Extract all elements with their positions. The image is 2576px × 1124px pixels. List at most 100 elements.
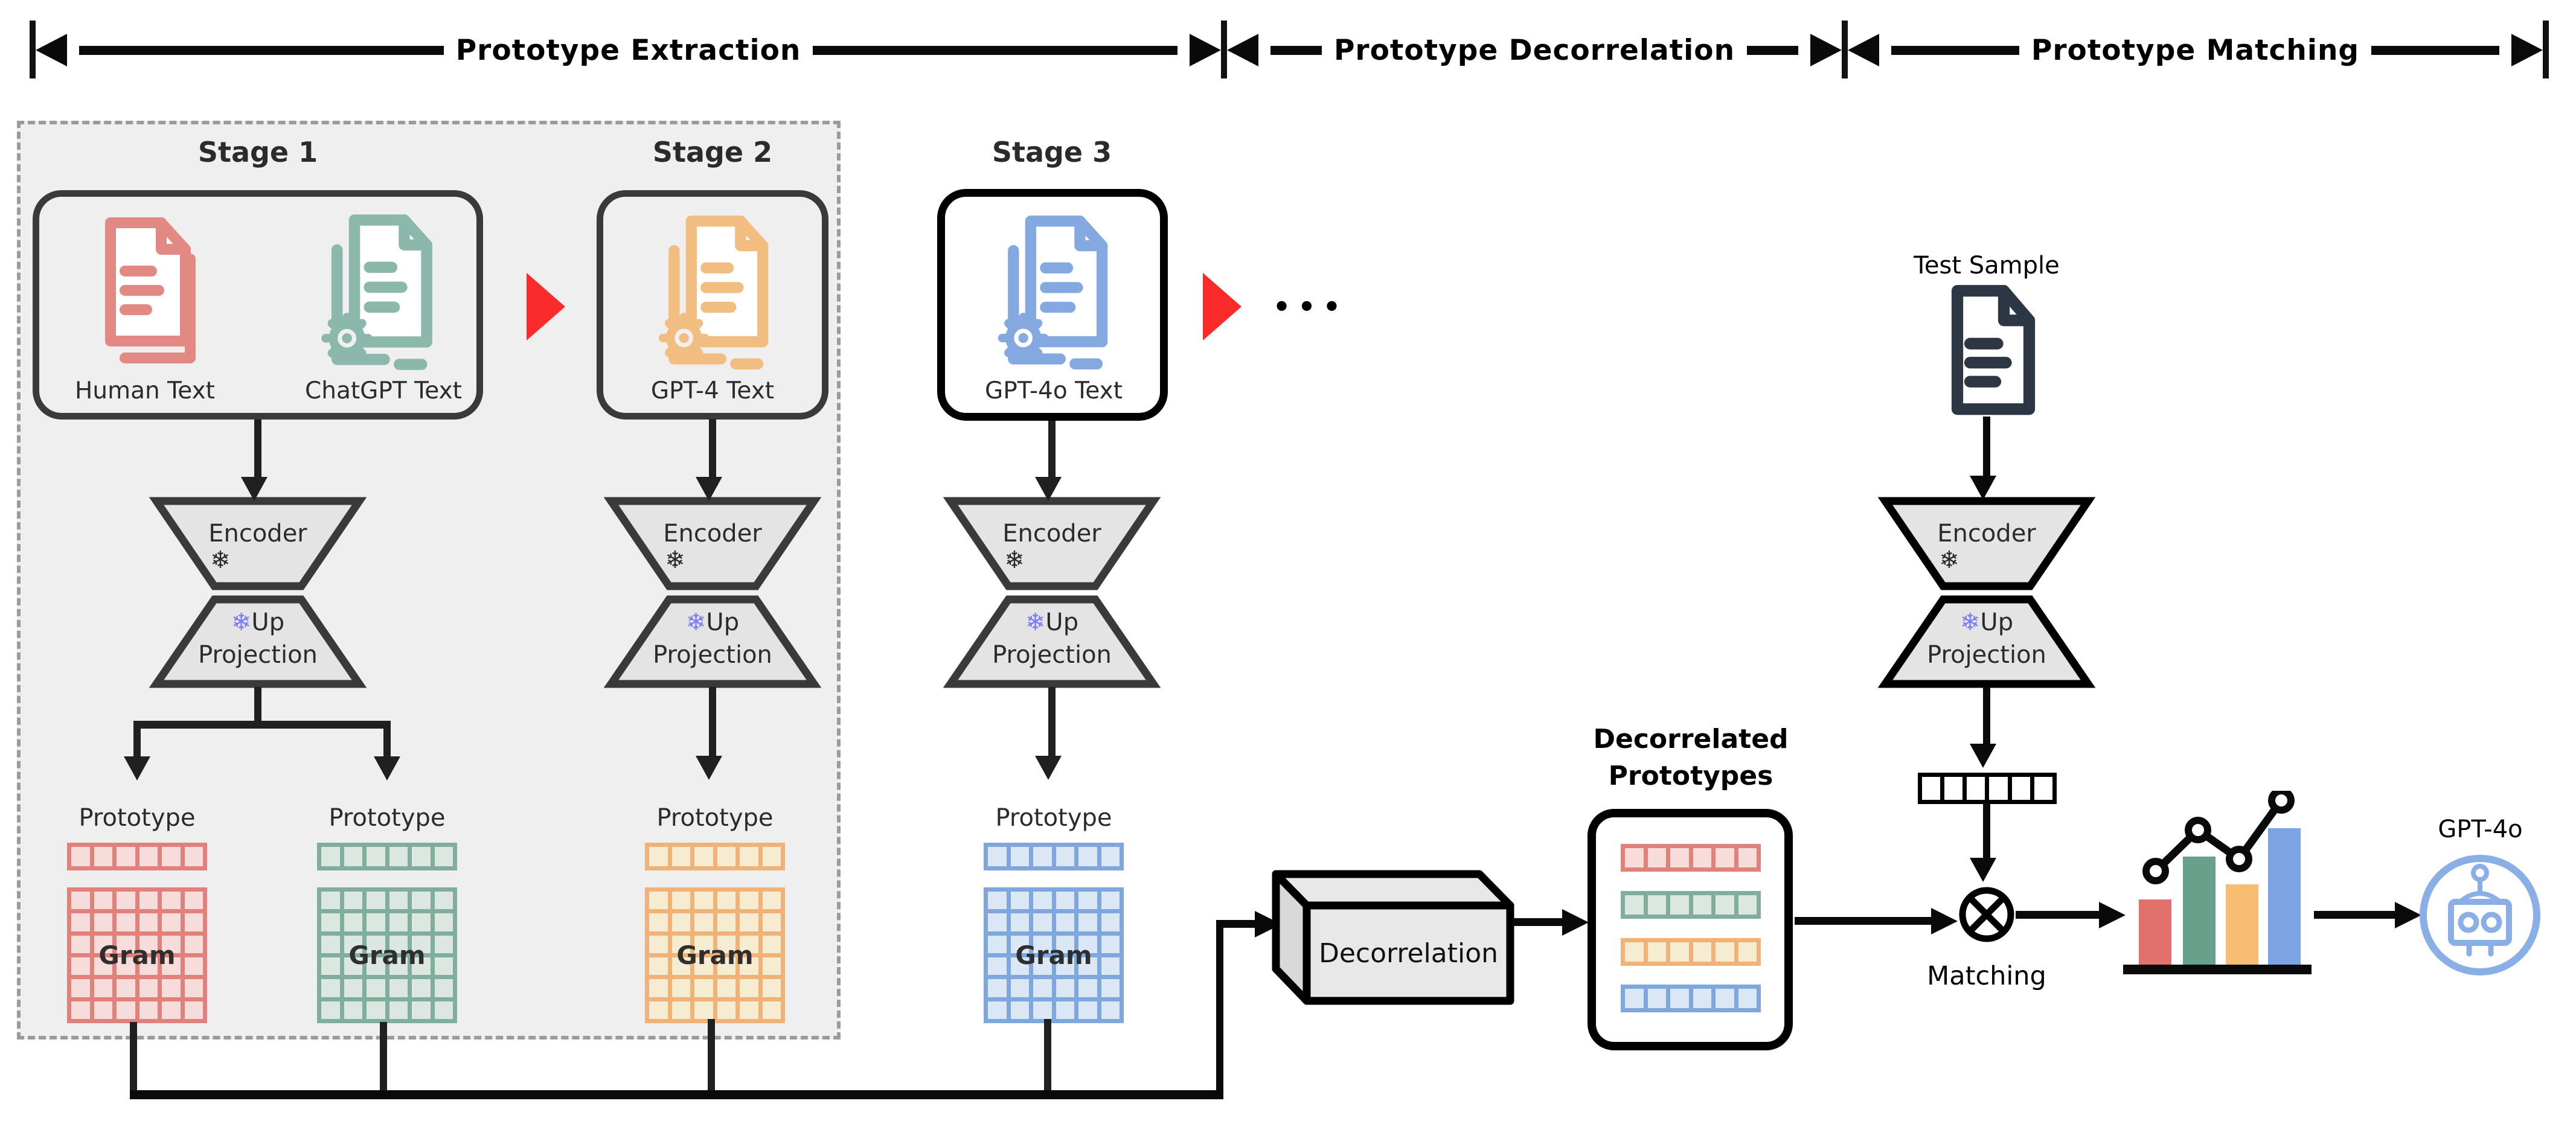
- stage-transition-arrow-icon: [1203, 273, 1242, 340]
- gear-icon: [321, 313, 373, 364]
- decorrelated-strip-human: [1621, 844, 1761, 872]
- grid-cell: [694, 935, 713, 953]
- grid-cell: [117, 892, 135, 910]
- grid-cell: [988, 892, 1007, 910]
- grid-cell: [1078, 935, 1097, 953]
- prototype-label: Prototype: [328, 804, 446, 832]
- arrow-down-icon: [696, 477, 722, 501]
- split-connector-line: [133, 721, 391, 729]
- arrow-down-icon: [374, 756, 400, 781]
- grid-cell: [71, 1001, 90, 1019]
- grid-cell: [71, 979, 90, 997]
- more-stages-ellipsis: •••: [1272, 290, 1348, 323]
- prototype-strip-gpt4o: [984, 843, 1124, 870]
- gram-label: Gram: [98, 940, 176, 970]
- grid-cell: [71, 913, 90, 931]
- grid-cell: [1056, 979, 1074, 997]
- up-label: ❄Up: [685, 608, 740, 636]
- gram-label: Gram: [348, 940, 426, 970]
- grid-cell: [1647, 942, 1666, 962]
- arrow-left-icon: [1848, 34, 1879, 66]
- prototype-label: Prototype: [995, 804, 1112, 832]
- grid-cell: [988, 935, 1007, 953]
- grid-cell: [162, 935, 181, 953]
- grid-cell: [94, 957, 112, 976]
- grid-cell: [762, 1001, 781, 1019]
- grid-cell: [1670, 848, 1689, 867]
- grid-cell: [1647, 989, 1666, 1008]
- connector-line: [1983, 687, 1990, 745]
- grid-cell: [162, 892, 181, 910]
- grid-cell: [117, 847, 135, 866]
- encoder-stage1: Encoder ❄: [149, 497, 367, 590]
- connector-line: [2016, 911, 2100, 919]
- grid-cell: [389, 913, 408, 931]
- projection-label: Projection: [1927, 641, 2046, 669]
- grid-cell: [389, 1001, 408, 1019]
- matching-label: Matching: [1927, 961, 2046, 991]
- grid-cell: [184, 847, 203, 866]
- grid-cell: [321, 1001, 340, 1019]
- grid-cell: [717, 957, 735, 976]
- grid-cell: [717, 935, 735, 953]
- grid-cell: [1625, 895, 1644, 915]
- connector-line: [1513, 918, 1563, 926]
- arrow-down-icon: [124, 756, 150, 781]
- grid-cell: [1716, 848, 1734, 867]
- connector-line: [383, 724, 391, 758]
- grid-cell: [184, 1001, 203, 1019]
- grid-cell: [321, 935, 340, 953]
- connector-line: [254, 687, 261, 724]
- grid-cell: [344, 913, 362, 931]
- gpt4o-text-document-icon: [998, 216, 1108, 369]
- grid-cell: [671, 847, 690, 866]
- grid-cell: [988, 913, 1007, 931]
- connector-line: [254, 420, 261, 480]
- grid-cell: [434, 892, 453, 910]
- grid-cell: [1693, 848, 1711, 867]
- arrow-down-icon: [1970, 858, 1996, 882]
- encoder-test: Encoder ❄: [1877, 497, 2096, 590]
- grid-cell: [184, 892, 203, 910]
- grid-cell: [321, 979, 340, 997]
- gear-icon: [998, 313, 1049, 363]
- grid-cell: [671, 1001, 690, 1019]
- grid-cell: [367, 913, 385, 931]
- grid-cell: [2034, 777, 2052, 800]
- decorrelation-box: [1272, 870, 1514, 1005]
- grid-cell: [1010, 957, 1029, 976]
- decorrelation-label: Decorrelation: [1318, 937, 1499, 969]
- grid-cell: [94, 892, 112, 910]
- grid-cell: [1693, 989, 1711, 1008]
- grid-cell: [184, 957, 203, 976]
- up-projection-stage2: ❄Up Projection: [603, 595, 822, 688]
- prototype-strip-gpt4: [645, 843, 785, 870]
- grid-cell: [988, 979, 1007, 997]
- grid-cell: [1101, 935, 1120, 953]
- grid-cell: [740, 913, 758, 931]
- grid-cell: [717, 892, 735, 910]
- grid-cell: [162, 913, 181, 931]
- grid-cell: [434, 1001, 453, 1019]
- grid-cell: [389, 935, 408, 953]
- arrow-left-icon: [1227, 34, 1258, 66]
- arrow-down-icon: [1035, 477, 1062, 501]
- phase-span-line: [2371, 45, 2499, 55]
- encoder-label: Encoder: [1002, 520, 1101, 548]
- phase-divider-tick: [1221, 21, 1227, 78]
- frozen-snowflake-icon: ❄: [210, 546, 231, 574]
- grid-cell: [1010, 1001, 1029, 1019]
- grid-cell: [1056, 847, 1074, 866]
- connector-line: [130, 1022, 137, 1096]
- projection-label: Projection: [992, 641, 1112, 669]
- grid-cell: [1033, 847, 1052, 866]
- gram-label: Gram: [676, 940, 754, 970]
- grid-cell: [162, 979, 181, 997]
- grid-cell: [1010, 892, 1029, 910]
- arrow-right-icon: [1931, 908, 1958, 934]
- frozen-snowflake-icon: ❄: [1959, 608, 1981, 636]
- grid-cell: [184, 913, 203, 931]
- grid-cell: [94, 847, 112, 866]
- grid-cell: [139, 847, 158, 866]
- grid-cell: [412, 1001, 431, 1019]
